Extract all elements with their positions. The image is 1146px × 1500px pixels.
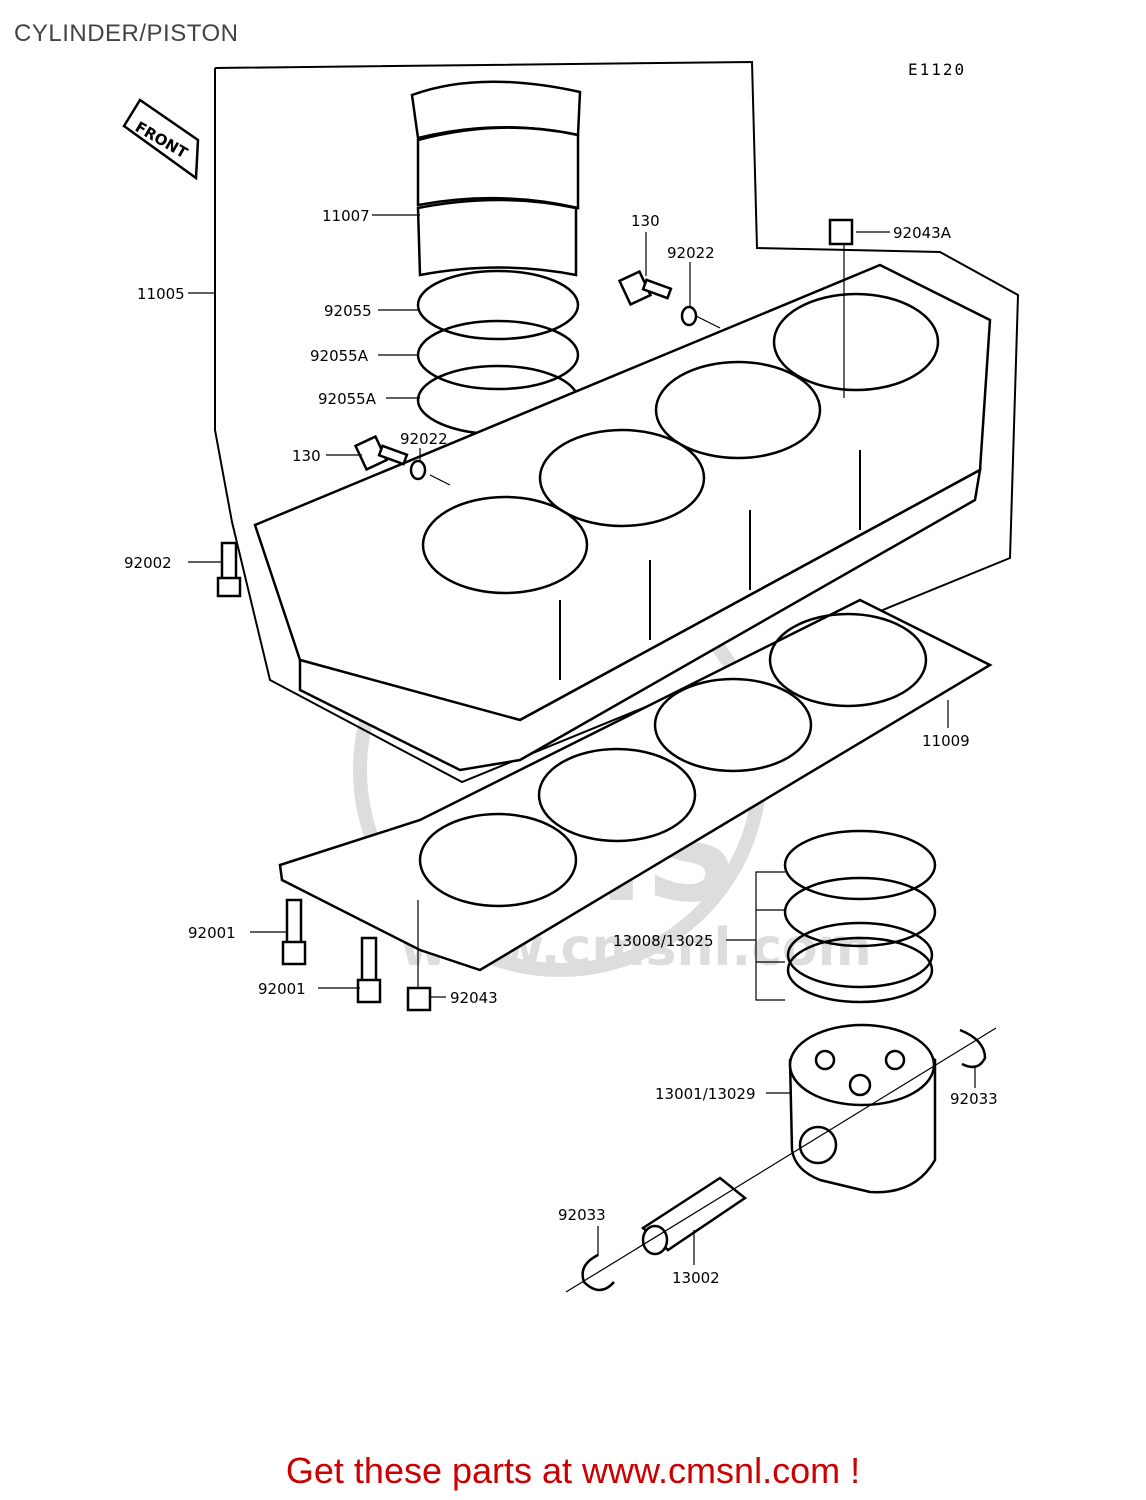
part-label-130-mid: 130 xyxy=(292,447,321,465)
part-label-11009: 11009 xyxy=(922,732,970,750)
part-label-92001-a: 92001 xyxy=(188,924,236,942)
page-title: CYLINDER/PISTON xyxy=(14,20,239,47)
part-label-92055a-1: 92055A xyxy=(310,347,369,365)
part-label-92055a-2: 92055A xyxy=(318,390,377,408)
pin-axis xyxy=(565,1027,997,1293)
part-label-92043: 92043 xyxy=(450,989,498,1007)
piston xyxy=(788,1023,937,1194)
front-arrow-icon: FRONT xyxy=(122,98,200,181)
bolts-and-dowels xyxy=(216,218,854,1012)
part-labels: 11007 11005 92055 92055A 92055A 130 9202… xyxy=(124,207,998,1287)
part-label-92022-mid: 92022 xyxy=(400,430,448,448)
part-label-13008-13025: 13008/13025 xyxy=(613,932,714,950)
piston-rings xyxy=(783,829,937,1004)
cylinder-sleeve xyxy=(410,80,582,436)
part-label-92022-top: 92022 xyxy=(667,244,715,262)
circlip-right xyxy=(959,1028,987,1069)
part-label-92055: 92055 xyxy=(324,302,372,320)
head-gasket xyxy=(278,598,993,972)
diagram-code: E1120 xyxy=(908,60,966,79)
part-label-92001-b: 92001 xyxy=(258,980,306,998)
group-outline xyxy=(214,60,1020,784)
parts-diagram: CMS www.cmsnl.com E1120 FRONT xyxy=(122,60,1020,1293)
part-label-130-top: 130 xyxy=(631,212,660,230)
part-label-92033-left: 92033 xyxy=(558,1206,606,1224)
part-label-13001-13029: 13001/13029 xyxy=(655,1085,756,1103)
part-label-92002: 92002 xyxy=(124,554,172,572)
part-label-13002: 13002 xyxy=(672,1269,720,1287)
part-label-92033-right: 92033 xyxy=(950,1090,998,1108)
circlip-left xyxy=(581,1253,615,1292)
part-label-11005: 11005 xyxy=(137,285,185,303)
part-label-92043a: 92043A xyxy=(893,224,952,242)
footer-link[interactable]: Get these parts at www.cmsnl.com ! xyxy=(285,1450,861,1491)
leader-lines xyxy=(188,214,976,1265)
part-label-11007: 11007 xyxy=(322,207,370,225)
cylinder-block xyxy=(253,263,992,772)
